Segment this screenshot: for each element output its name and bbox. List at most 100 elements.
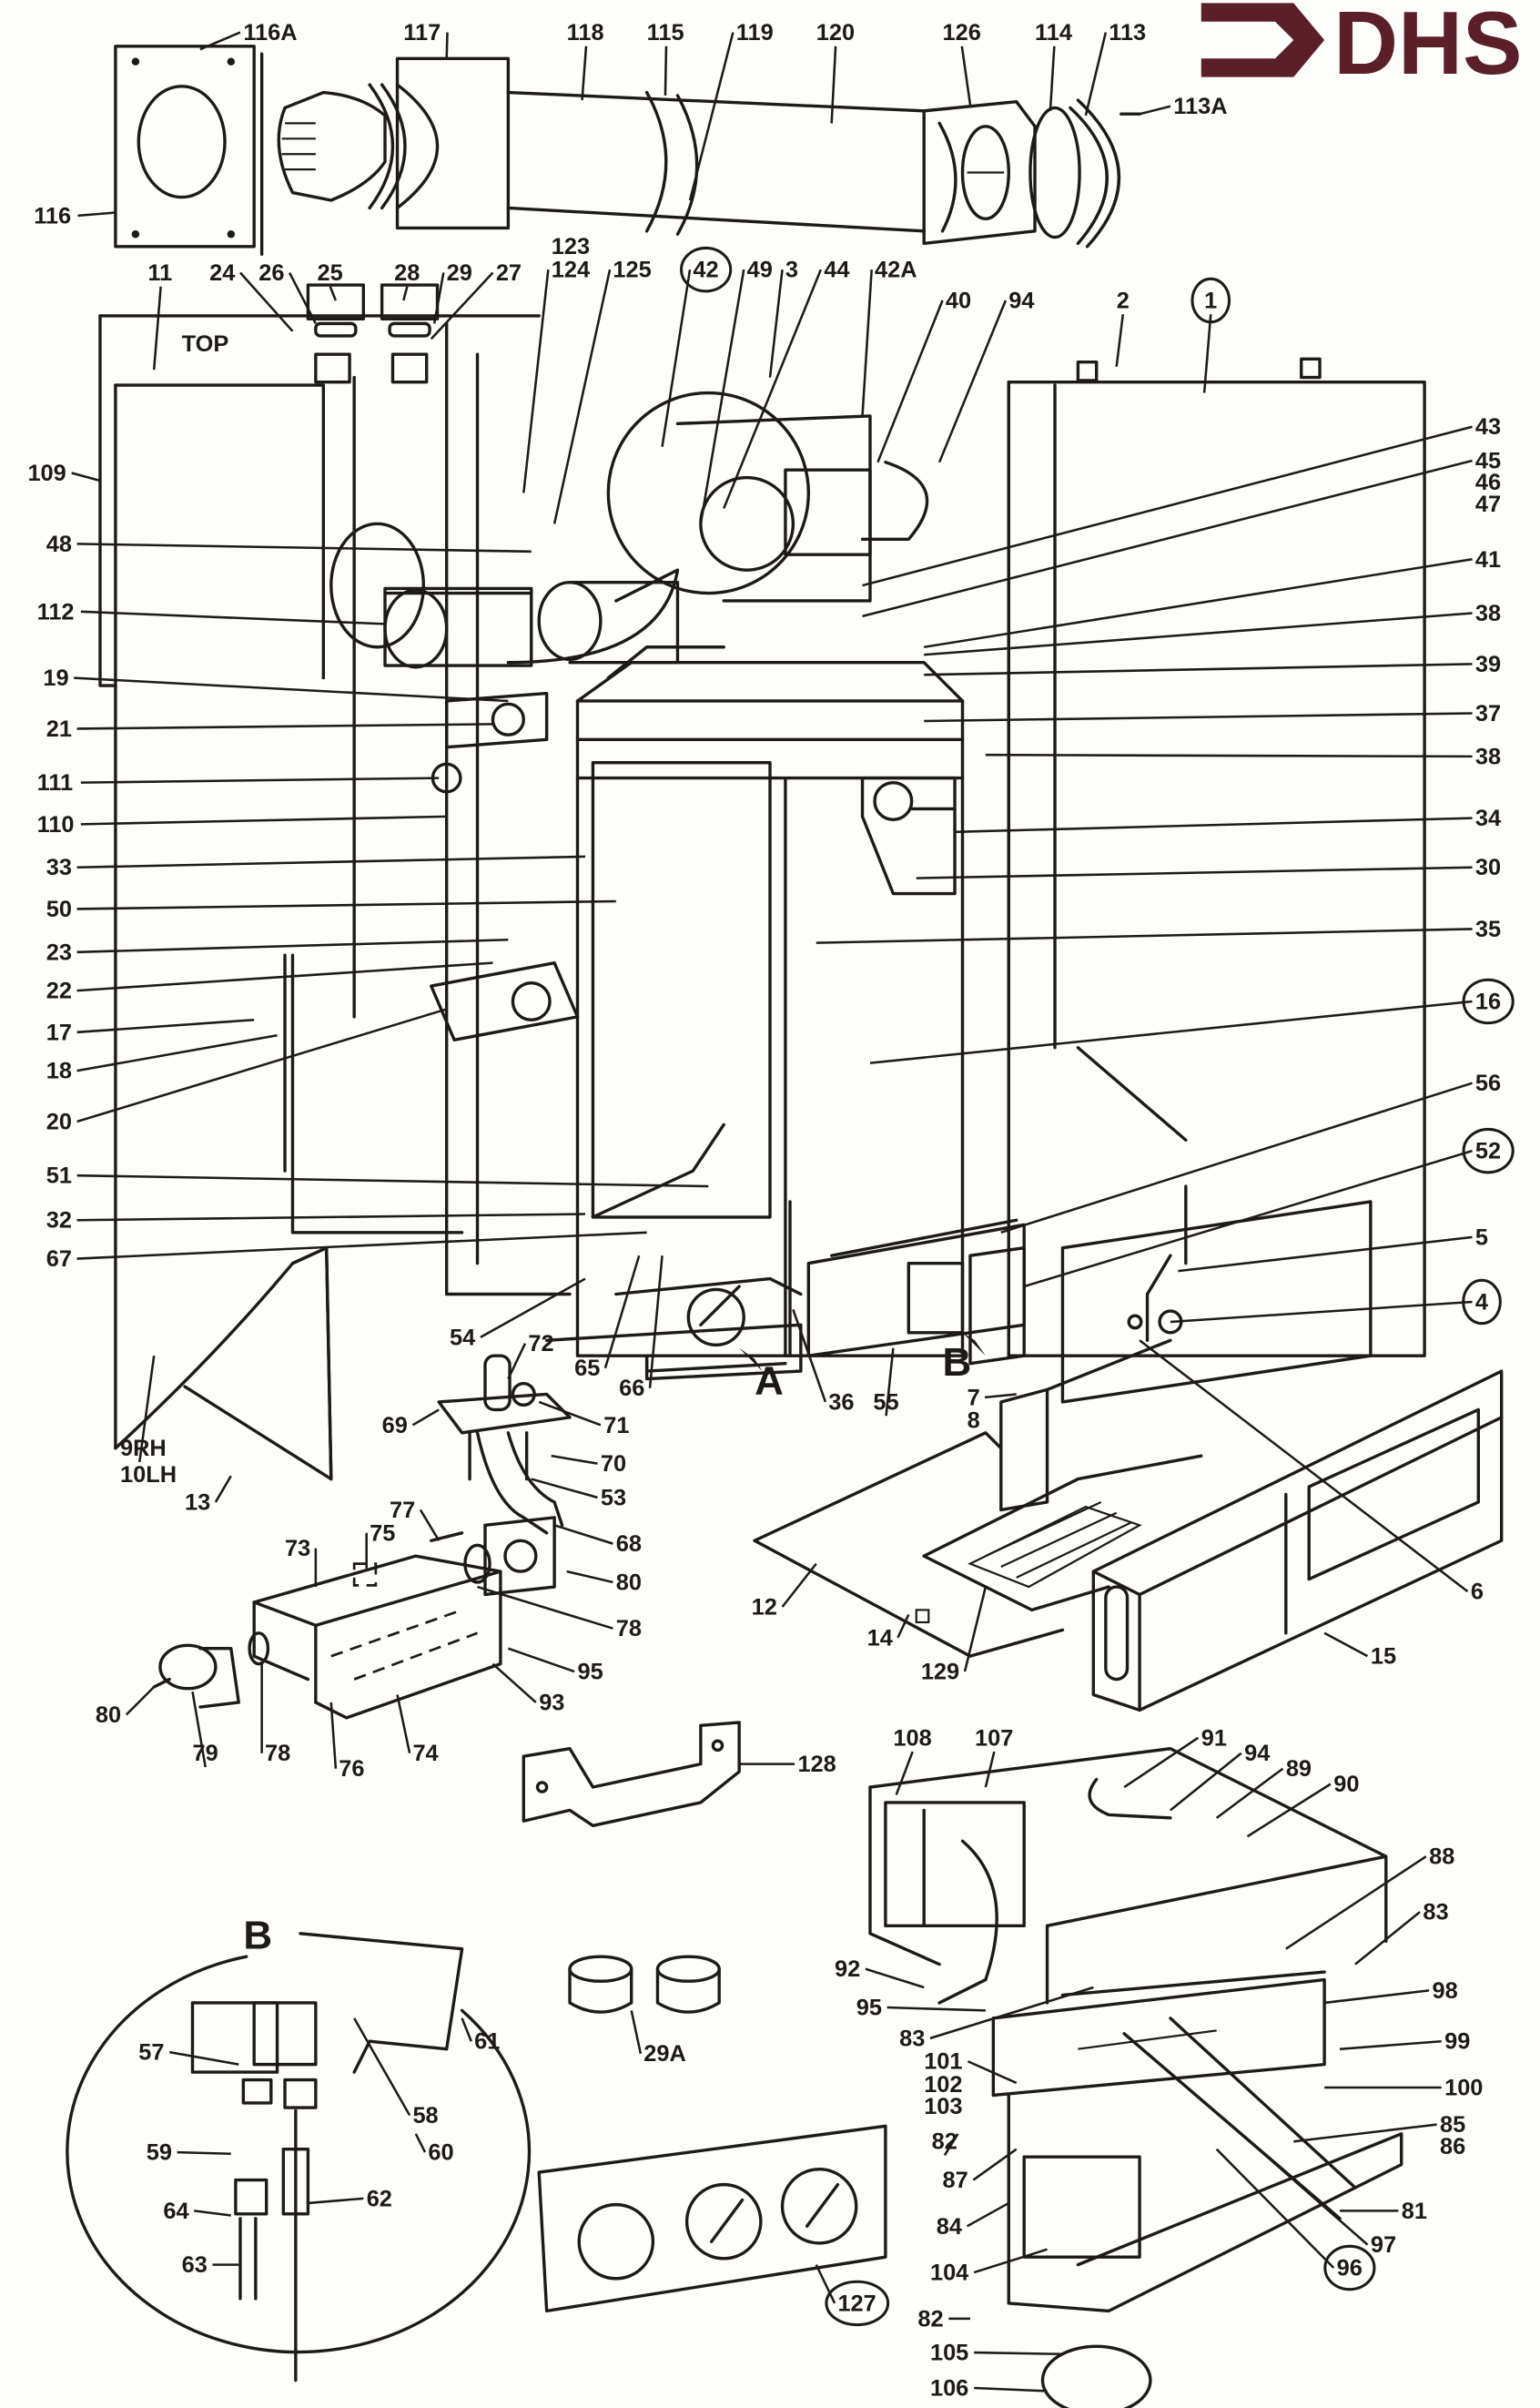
part-label-103: 103 (924, 2094, 962, 2119)
part-label-80b: 80 (96, 1686, 156, 1728)
leader-line (168, 2050, 239, 2066)
leader-line (152, 286, 162, 371)
part-number: 55 (873, 1389, 898, 1415)
part-label-11: 11 (147, 260, 172, 371)
part-label-95b: 95 (856, 1995, 986, 2020)
part-number: 116A (243, 20, 297, 46)
leader-line (865, 1967, 925, 1989)
leader-line (960, 46, 972, 106)
leader-line (723, 269, 823, 509)
part-number: 108 (893, 1725, 931, 1751)
part-number: 82 (932, 2129, 957, 2155)
part-number: 102 (924, 2072, 962, 2098)
leader-line (1000, 1082, 1473, 1234)
part-label-39: 39 (924, 652, 1501, 677)
leader-line (308, 2197, 364, 2205)
leader-line (414, 2133, 427, 2153)
part-label-74: 74 (396, 1694, 439, 1766)
leader-line (1123, 1736, 1200, 1789)
part-number: 10LH (120, 1462, 177, 1488)
part-label-51: 51 (46, 1163, 709, 1189)
part-number: 78 (616, 1616, 642, 1641)
leader-line (507, 1647, 575, 1673)
part-number: 29 (447, 260, 472, 286)
leader-line (661, 269, 692, 447)
leader-line (966, 2201, 1009, 2228)
leader-line (1115, 314, 1125, 367)
part-label-5: 5 (1178, 1224, 1488, 1273)
leader-line (923, 558, 1473, 649)
leader-line (76, 1174, 709, 1188)
part-number: 106 (930, 2375, 968, 2401)
leader-line (71, 472, 101, 483)
leader-line (76, 899, 616, 910)
control-knobs-29A (568, 1955, 721, 2014)
part-label-49: 49 (699, 258, 773, 524)
part-number: 117 (403, 20, 441, 46)
part-label-27: 27 (430, 260, 522, 340)
leader-line (895, 1751, 914, 1795)
part-label-126: 126 (943, 20, 981, 106)
part-number: 128 (797, 1752, 836, 1777)
leader-line (80, 777, 440, 784)
part-label-93: 93 (491, 1662, 564, 1715)
part-number: 60 (428, 2140, 453, 2166)
circle-marker (1323, 2244, 1376, 2291)
circle-marker (1462, 1127, 1515, 1174)
part-label-33: 33 (46, 855, 585, 880)
part-number: 64 (163, 2199, 188, 2224)
part-label-115: 115 (647, 20, 684, 96)
leader-line (984, 1393, 1017, 1399)
part-number: 9RH (120, 1436, 167, 1461)
leader-line (1293, 2123, 1437, 2143)
part-number: 96 (1337, 2255, 1363, 2281)
leader-line (943, 2133, 959, 2157)
leader-line (1285, 1855, 1427, 1950)
circle-marker (825, 2280, 890, 2327)
part-label-38a: 38 (924, 601, 1501, 656)
part-label-47: 47 (1475, 492, 1501, 517)
left-casing-panel: TOP (98, 314, 541, 1481)
part-label-120: 120 (816, 20, 855, 124)
right-casing-panel (1007, 357, 1426, 1357)
part-label-114: 114 (1035, 20, 1072, 111)
part-label-127: 127 (815, 2264, 890, 2327)
circle-marker (1190, 277, 1231, 324)
part-label-81: 81 (1340, 2199, 1427, 2224)
part-number: 129 (921, 1660, 959, 1685)
leader-line (396, 1694, 411, 1754)
leader-line (916, 866, 1473, 879)
part-label-109: 109 (27, 461, 101, 486)
part-number: 95 (856, 1995, 882, 2020)
part-number: 83 (1423, 1900, 1448, 1925)
part-label-113: 113 (1084, 20, 1146, 117)
part-number: 81 (1402, 2199, 1427, 2224)
leader-line (177, 2150, 231, 2156)
leader-line (862, 459, 1473, 618)
part-number: 70 (601, 1451, 626, 1477)
control-box-assembly (868, 1747, 1403, 2408)
leader-line (1323, 1631, 1369, 1658)
part-number: 19 (43, 666, 68, 691)
leader-line (1139, 105, 1171, 116)
leader-line (861, 269, 873, 416)
detail-b-title: B (243, 1914, 272, 1958)
part-number: 111 (37, 770, 74, 796)
leader-line (1354, 1911, 1421, 1966)
leader-line (76, 855, 585, 869)
part-label-73: 73 (285, 1536, 318, 1588)
leader-line (199, 31, 241, 51)
part-number: 42A (875, 258, 917, 283)
leader-line (664, 46, 668, 96)
part-number: 6 (1471, 1580, 1484, 1605)
leader-line (984, 1751, 996, 1788)
part-number: 110 (37, 812, 75, 838)
part-label-45: 45 (862, 448, 1501, 618)
leader-line (77, 211, 117, 218)
circle-marker (680, 246, 733, 293)
part-label-34: 34 (955, 806, 1501, 834)
part-label-23: 23 (46, 939, 509, 965)
leader-line (974, 2386, 1048, 2393)
part-label-36: 36 (792, 1309, 855, 1415)
